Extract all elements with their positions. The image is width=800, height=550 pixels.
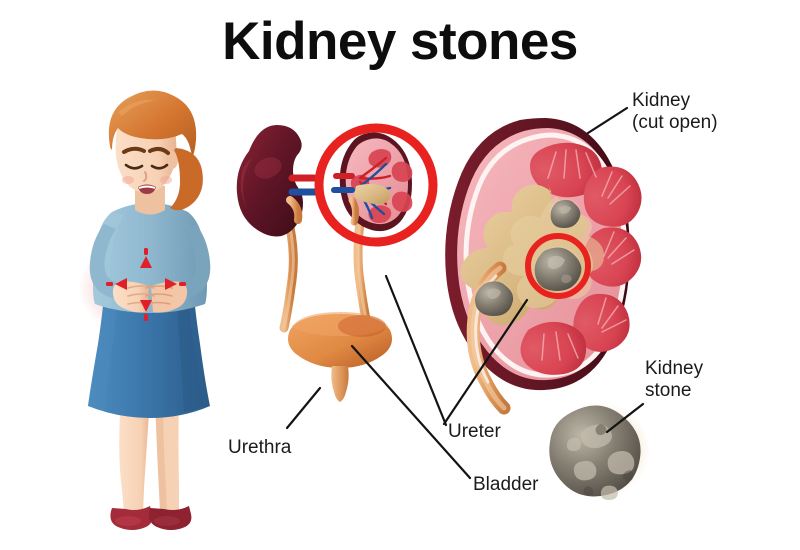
label-kidney-cut-open: Kidney (cut open)	[632, 90, 718, 134]
head	[115, 104, 177, 193]
renal-pelvis	[460, 184, 593, 325]
leader-ureter-upper	[384, 274, 448, 427]
ureter-left-tube	[279, 213, 298, 333]
label-kidney-stone: Kidney stone	[645, 358, 704, 402]
urinary-tract-diagram	[236, 123, 438, 402]
highlight-circle-small-kidney	[314, 123, 438, 247]
pain-arrows	[106, 248, 186, 321]
arm-left	[89, 224, 126, 299]
ureter-right-tube	[353, 217, 373, 333]
woman-in-pain-figure	[78, 90, 211, 530]
pyramid	[583, 166, 642, 227]
eyebrow-right	[148, 146, 170, 155]
leader-ureter-lower	[442, 298, 529, 426]
hair	[108, 90, 197, 158]
hair-ponytail	[170, 148, 203, 211]
leg-right	[155, 398, 179, 512]
blouse	[93, 203, 207, 313]
page-title: Kidney stones	[222, 12, 578, 71]
eye-left	[124, 163, 144, 170]
eye-right	[150, 163, 169, 170]
mouth	[138, 184, 156, 194]
leader-kidney-stone	[605, 402, 645, 434]
kidney-cross-section-large	[445, 118, 642, 415]
leader-kidney-cut-open	[586, 106, 629, 135]
skirt	[88, 296, 210, 418]
leader-urethra	[285, 386, 322, 430]
nose	[143, 171, 148, 182]
pyramid	[530, 142, 603, 198]
label-ureter: Ureter	[448, 421, 501, 442]
kidney-stone-internal	[549, 198, 581, 228]
leader-bladder	[350, 344, 472, 480]
pyramid	[495, 251, 540, 297]
pain-glow	[78, 240, 202, 336]
hand-left	[112, 281, 149, 313]
eyebrow-left	[122, 146, 146, 154]
ear	[166, 151, 178, 169]
pyramid	[583, 227, 642, 287]
kidney-whole	[236, 125, 303, 237]
kidney-small-cross-section	[331, 132, 413, 232]
neck	[135, 186, 165, 215]
leg-left	[119, 398, 150, 512]
pyramid	[520, 321, 587, 375]
shoe-left	[110, 506, 153, 530]
ureter-left-hilum	[286, 196, 303, 224]
bladder	[288, 312, 392, 402]
kidney-stone-internal	[473, 279, 514, 316]
label-urethra: Urethra	[228, 437, 292, 458]
urethra	[331, 366, 349, 402]
highlight-circle-kidney-stone	[525, 233, 591, 299]
shoe-right	[148, 506, 192, 530]
kidney-stone-circled	[534, 245, 582, 291]
ureter-large	[466, 261, 511, 415]
arm-right	[174, 224, 211, 299]
hand-right	[151, 281, 188, 313]
label-bladder: Bladder	[473, 474, 539, 495]
pyramid	[573, 293, 630, 352]
kidney-stone-closeup	[549, 402, 650, 500]
